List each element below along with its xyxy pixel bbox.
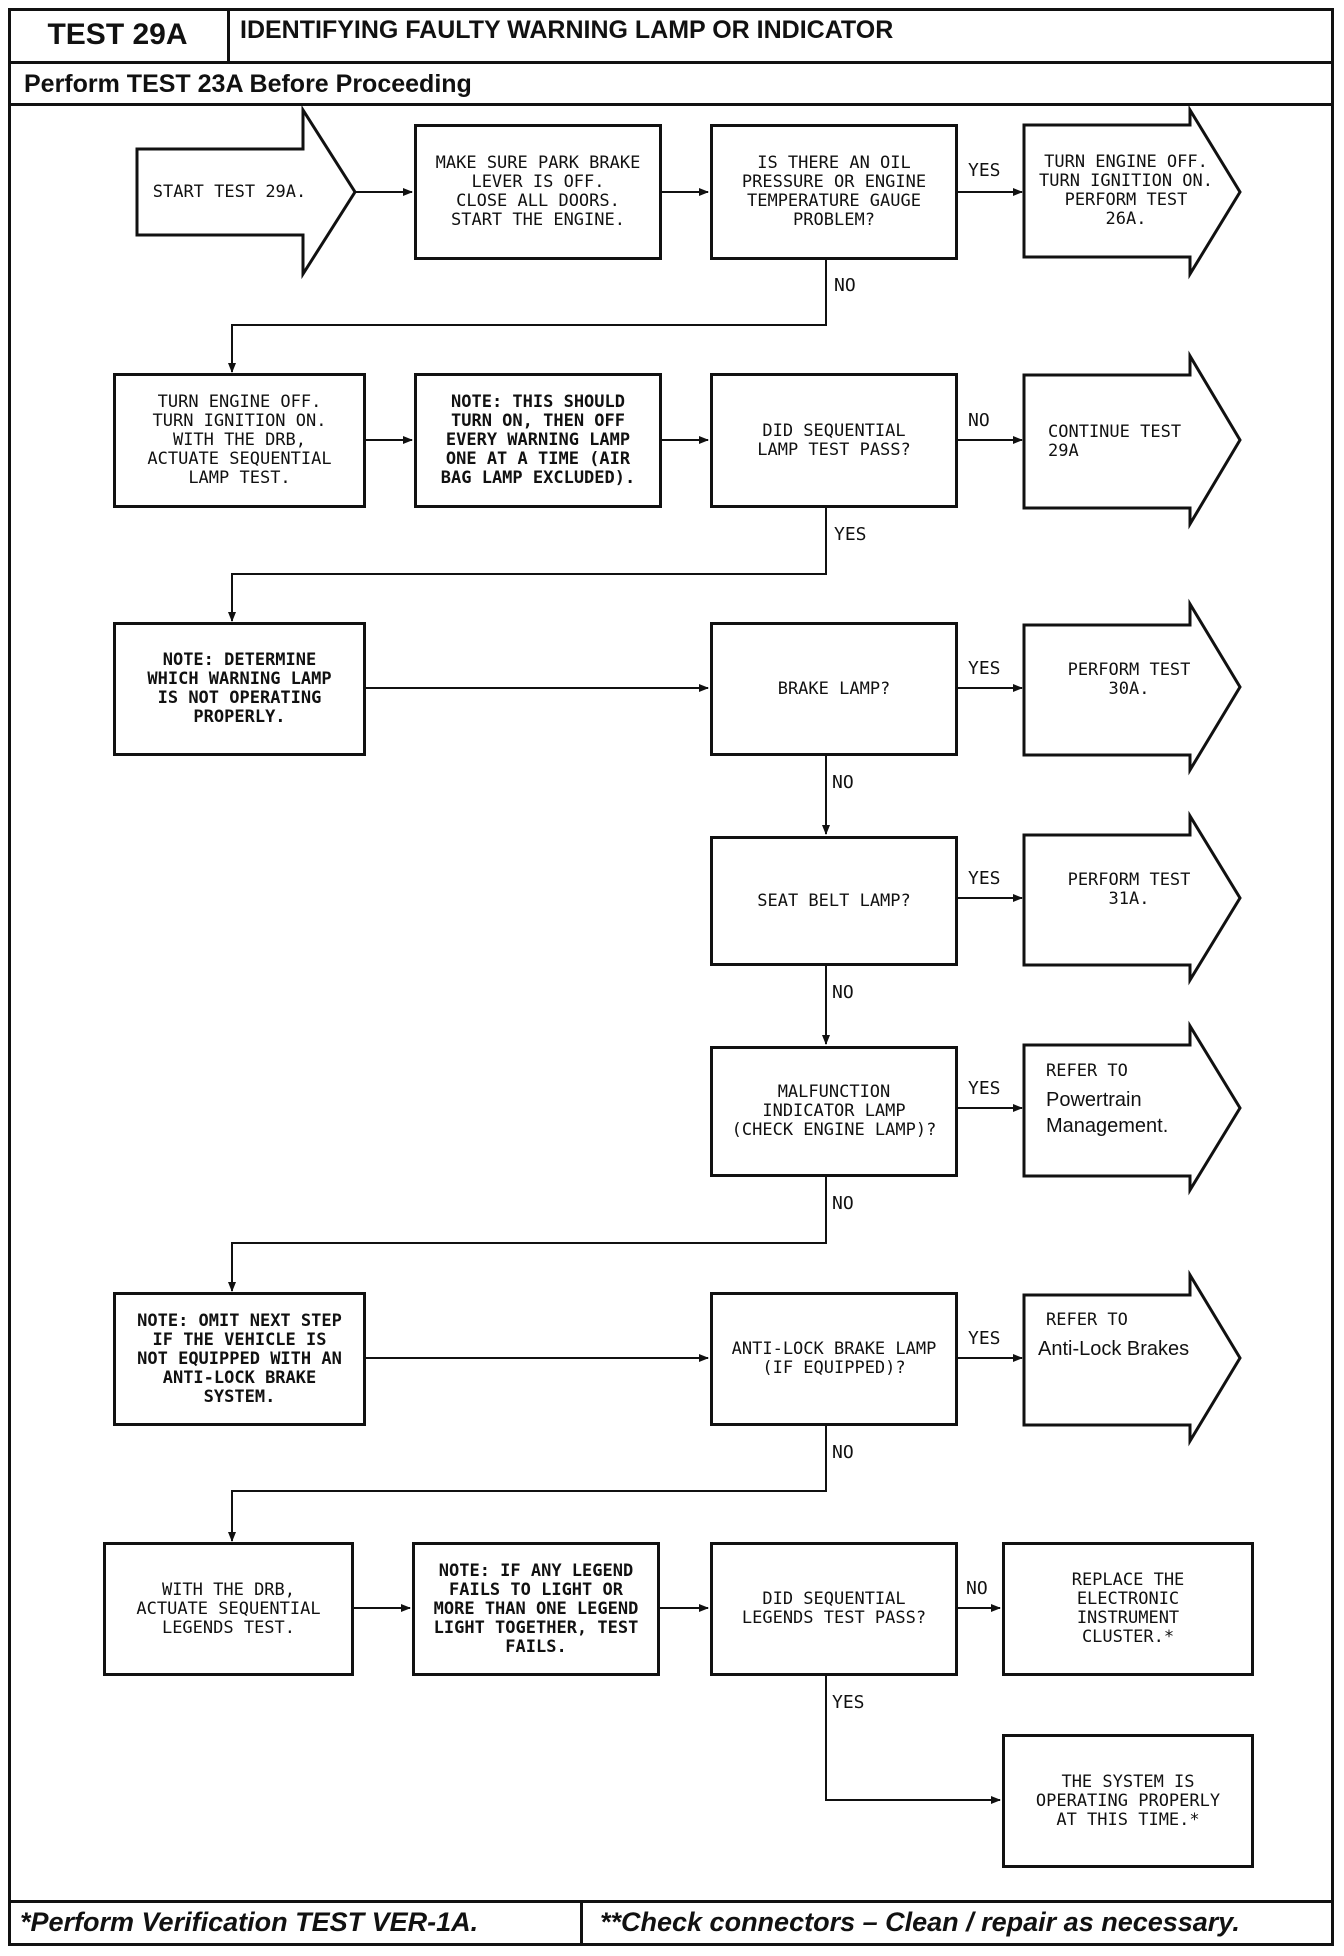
header-divider	[230, 61, 1334, 64]
seatbelt-yes-label: YES	[968, 868, 1001, 889]
refer-abs-arrow: REFER TO Anti-Lock Brakes	[1038, 1310, 1189, 1362]
footer-verification-note: *Perform Verification TEST VER-1A.	[20, 1907, 479, 1937]
actuate-lamp-test-step: TURN ENGINE OFF. TURN IGNITION ON. WITH …	[113, 373, 366, 508]
refer-powertrain-arrow: REFER TO Powertrain Management.	[1046, 1062, 1168, 1139]
start-test-arrow: START TEST 29A.	[152, 181, 307, 202]
seatbelt-no-label: NO	[832, 982, 854, 1003]
perform-30a-arrow-shape	[1022, 598, 1242, 776]
brake-lamp-question: BRAKE LAMP?	[710, 622, 958, 756]
replace-cluster-step: REPLACE THE ELECTRONIC INSTRUMENT CLUSTE…	[1002, 1542, 1254, 1676]
refer-powertrain-target: Powertrain Management.	[1046, 1089, 1169, 1137]
lamp-test-question: DID SEQUENTIAL LAMP TEST PASS?	[710, 373, 958, 508]
refer-powertrain-arrow-shape	[1022, 1020, 1242, 1196]
perform-test-30a-arrow: PERFORM TEST 30A.	[1067, 660, 1191, 699]
abs-lamp-question: ANTI-LOCK BRAKE LAMP (IF EQUIPPED)?	[710, 1292, 958, 1426]
legends-yes-label: YES	[832, 1692, 865, 1713]
refer-abs-arrow-shape	[1022, 1269, 1242, 1447]
brake-no-label: NO	[832, 772, 854, 793]
page-title: IDENTIFYING FAULTY WARNING LAMP OR INDIC…	[240, 16, 894, 44]
refer-abs-label: REFER TO	[1046, 1310, 1128, 1330]
oil-yes-label: YES	[968, 160, 1001, 181]
oil-pressure-question: IS THERE AN OIL PRESSURE OR ENGINE TEMPE…	[710, 124, 958, 260]
mil-question: MALFUNCTION INDICATOR LAMP (CHECK ENGINE…	[710, 1046, 958, 1177]
perform-test-31a-arrow: PERFORM TEST 31A.	[1067, 870, 1191, 909]
start-arrow-shape	[135, 104, 357, 280]
note-sequence: NOTE: THIS SHOULD TURN ON, THEN OFF EVER…	[414, 373, 662, 508]
prerequisite-note: Perform TEST 23A Before Proceeding	[24, 70, 472, 98]
actuate-legends-step: WITH THE DRB, ACTUATE SEQUENTIAL LEGENDS…	[103, 1542, 354, 1676]
mil-yes-label: YES	[968, 1078, 1001, 1099]
abs-yes-label: YES	[968, 1328, 1001, 1349]
perform-test-26a-arrow: TURN ENGINE OFF. TURN IGNITION ON. PERFO…	[1039, 152, 1213, 229]
oil-no-label: NO	[834, 275, 856, 296]
test-id-box: TEST 29A	[8, 8, 230, 64]
header-divider-bottom	[8, 103, 1334, 106]
lamp-no-label: NO	[968, 410, 990, 431]
perform-26a-arrow-shape	[1022, 104, 1242, 280]
brake-yes-label: YES	[968, 658, 1001, 679]
footer-divider	[8, 1900, 1334, 1903]
seat-belt-question: SEAT BELT LAMP?	[710, 836, 958, 966]
park-brake-step: MAKE SURE PARK BRAKE LEVER IS OFF. CLOSE…	[414, 124, 662, 260]
note-omit: NOTE: OMIT NEXT STEP IF THE VEHICLE IS N…	[113, 1292, 366, 1426]
perform-31a-arrow-shape	[1022, 810, 1242, 986]
footer-connector-note: **Check connectors – Clean / repair as n…	[600, 1907, 1240, 1937]
legends-no-label: NO	[966, 1578, 988, 1599]
note-legend: NOTE: IF ANY LEGEND FAILS TO LIGHT OR MO…	[412, 1542, 660, 1676]
continue-test-29a-arrow: CONTINUE TEST 29A	[1048, 421, 1182, 461]
refer-abs-target: Anti-Lock Brakes	[1038, 1338, 1190, 1360]
legends-test-question: DID SEQUENTIAL LEGENDS TEST PASS?	[710, 1542, 958, 1676]
system-ok-result: THE SYSTEM IS OPERATING PROPERLY AT THIS…	[1002, 1734, 1254, 1868]
continue-29a-arrow-shape	[1022, 350, 1242, 530]
note-determine: NOTE: DETERMINE WHICH WARNING LAMP IS NO…	[113, 622, 366, 756]
footer-separator	[580, 1900, 583, 1946]
abs-no-label: NO	[832, 1442, 854, 1463]
mil-no-label: NO	[832, 1193, 854, 1214]
refer-powertrain-label: REFER TO	[1046, 1061, 1128, 1081]
page-frame	[8, 8, 1334, 1946]
lamp-yes-label: YES	[834, 524, 867, 545]
